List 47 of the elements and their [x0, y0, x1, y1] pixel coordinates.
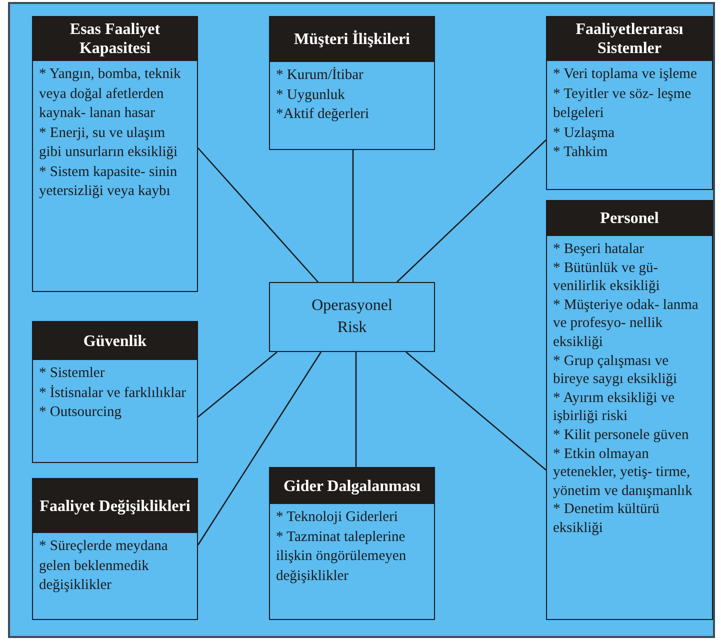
- box-heading: Personel: [547, 201, 712, 236]
- connector-line: [355, 352, 357, 467]
- node-title: Operasyonel Risk: [310, 296, 394, 338]
- list-item: * Enerji, su ve ulaşım gibi unsurların eksikliği: [39, 124, 179, 162]
- list-item: * Uzlaşma: [553, 124, 616, 142]
- list-item: * İstisnalar ve farklılıklar: [39, 384, 187, 402]
- connector-line: [352, 150, 354, 282]
- category-box: [546, 16, 713, 190]
- list-item: * Etkin olmayan yetenekler, yetiş- tirme, yönetim ve danışmanlık: [553, 444, 694, 500]
- list-item: * Yangın, bomba, teknik veya doğal afetlerden kaynak- lanan hasar: [39, 65, 182, 123]
- list-item: * Teknoloji Giderleri: [276, 508, 399, 527]
- box-heading: Güvenlik: [33, 322, 197, 360]
- list-item: * Sistemler: [39, 364, 106, 383]
- connector-line: [198, 352, 278, 418]
- category-box: [32, 321, 198, 463]
- list-item: * Kurum/İtibar: [276, 66, 364, 85]
- list-item: * Veri toplama ve işleme: [553, 65, 698, 84]
- list-item: * Outsourcing: [39, 403, 123, 422]
- list-item: *Aktif değerleri: [276, 105, 370, 124]
- list-item: * Uygunluk: [276, 86, 346, 104]
- list-item: * Denetim kültürü eksikliği: [553, 500, 660, 538]
- box-heading: Müşteri İlişkileri: [270, 17, 434, 62]
- category-box: [546, 200, 713, 620]
- connector-line: [396, 140, 546, 282]
- list-item: * Sistem kapasite- sinin yetersizliği veya kaybı: [39, 162, 178, 201]
- category-box: [32, 16, 198, 292]
- list-item: * Süreçlerde meydana gelen beklenmedik değişiklikler: [39, 537, 169, 595]
- connector-line: [198, 148, 318, 282]
- list-item: * Grup çalışması ve bireye saygı eksikliği: [553, 352, 678, 389]
- category-box: [32, 478, 198, 620]
- list-item: * Ayırım eksikliği ve işbirliği riski: [553, 388, 676, 426]
- category-box: [269, 16, 435, 150]
- list-item: * Kilit personele güven: [553, 426, 690, 445]
- box-heading: Esas Faaliyet Kapasitesi: [33, 17, 197, 61]
- connector-line: [406, 352, 546, 470]
- list-item: * Tahkim: [553, 143, 609, 162]
- box-heading: Gider Dalgalanması: [270, 468, 434, 504]
- category-box: [269, 467, 435, 620]
- list-item: * Müşteriye odak- lanma ve profesyo- nellik eksikliği: [553, 296, 700, 352]
- list-item: * Teyitler ve söz- leşme belgeleri: [553, 84, 692, 123]
- list-item: * Tazminat taleplerine ilişkin öngörülemeyen değişiklikler: [276, 528, 408, 586]
- list-item: * Beşeri hatalar: [553, 240, 645, 259]
- box-heading: Faaliyet Değişiklikleri: [33, 479, 197, 533]
- center-box: [269, 282, 435, 352]
- connector-line: [197, 352, 322, 546]
- list-item: * Bütünlük ve gü- venilirlik eksikliği: [553, 258, 661, 296]
- box-heading: Faaliyetlerarası Sistemler: [547, 17, 712, 61]
